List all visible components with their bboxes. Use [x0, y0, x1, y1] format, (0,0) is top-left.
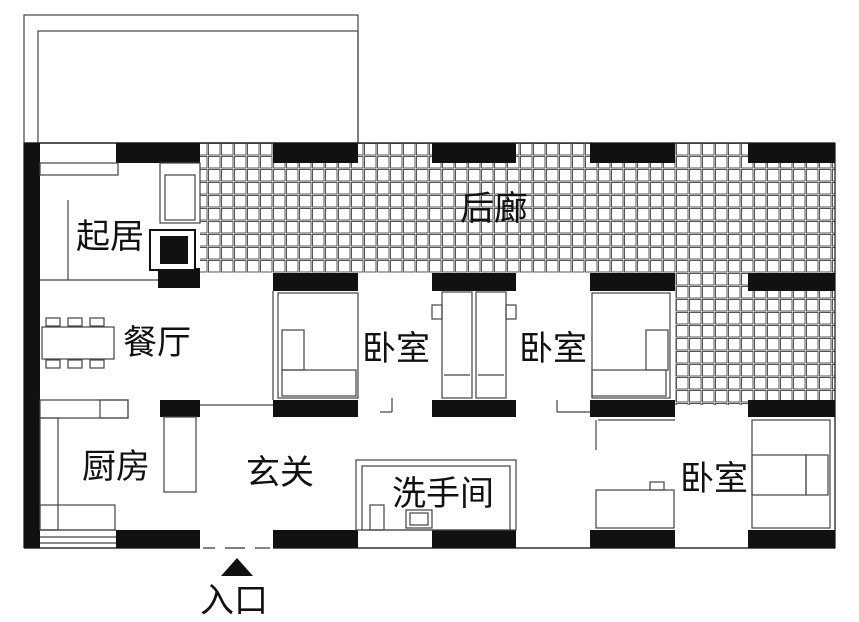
back-corridor-tiles: [200, 143, 835, 405]
structural-walls: [24, 143, 835, 548]
label-kitchen: 厨房: [82, 447, 150, 487]
entrance-arrow-icon: [221, 558, 253, 576]
bedroom-2-furniture: [380, 291, 517, 413]
label-bedroom-2: 卧室: [519, 329, 587, 369]
label-dining: 餐厅: [123, 323, 191, 363]
label-foyer: 玄关: [246, 453, 314, 493]
label-bedroom-1: 卧室: [362, 329, 430, 369]
bedroom-3-furniture: [556, 292, 671, 413]
dining-table: [41, 317, 115, 369]
kitchen-counters: [39, 399, 273, 544]
bedroom-4-furniture: [595, 419, 831, 529]
terrace-outline: [23, 14, 359, 144]
label-back-corridor: 后廊: [460, 189, 528, 229]
label-entrance: 入口: [200, 581, 268, 621]
fireplace: [149, 229, 196, 271]
label-living: 起居: [76, 217, 144, 257]
label-bedroom-3: 卧室: [680, 459, 748, 499]
bedroom-1-furniture: [272, 291, 359, 400]
living-furniture: [39, 162, 201, 281]
label-washroom: 洗手间: [392, 474, 494, 514]
washroom-fixtures: [355, 459, 517, 531]
